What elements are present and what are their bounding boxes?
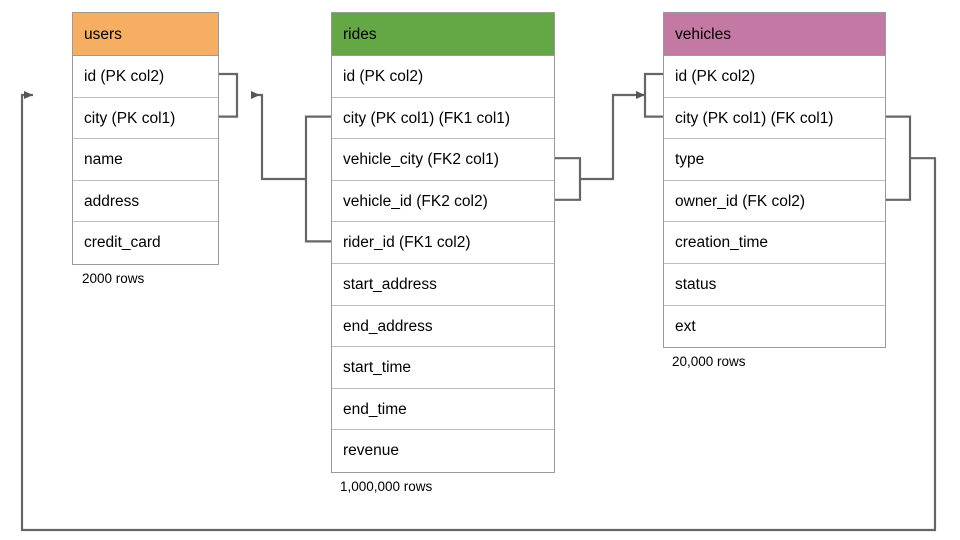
table-rides-column-end-address[interactable]: end_address xyxy=(332,305,554,348)
table-rides-column-rider-id[interactable]: rider_id (FK1 col2) xyxy=(332,222,554,264)
table-vehicles-column-owner-id[interactable]: owner_id (FK col2) xyxy=(664,180,885,223)
table-users-row-count: 2000 rows xyxy=(82,271,145,286)
connector-vehicles-fk-bracket-vehicles xyxy=(886,115,912,201)
table-rides-column-id[interactable]: id (PK col2) xyxy=(332,56,554,98)
connector-rides-fk1-bracket-users xyxy=(219,72,239,118)
table-rides-header: rides xyxy=(332,13,554,56)
connector-rides-fk2-bracket-rides xyxy=(555,157,582,201)
table-vehicles-column-creation-time[interactable]: creation_time xyxy=(664,222,885,264)
table-vehicles-column-ext[interactable]: ext xyxy=(664,305,885,348)
table-users-column-address[interactable]: address xyxy=(73,180,218,223)
table-vehicles-column-id[interactable]: id (PK col2) xyxy=(664,56,885,98)
table-users-column-credit-card[interactable]: credit_card xyxy=(73,222,218,264)
table-vehicles-column-type[interactable]: type xyxy=(664,139,885,181)
connector-rides-fk1-link xyxy=(251,91,306,181)
table-vehicles-header: vehicles xyxy=(664,13,885,56)
table-rides-row-count: 1,000,000 rows xyxy=(340,479,433,494)
table-users-column-name[interactable]: name xyxy=(73,139,218,181)
table-vehicles-row-count: 20,000 rows xyxy=(672,354,746,369)
table-users-header: users xyxy=(73,13,218,56)
table-rides-column-city[interactable]: city (PK col1) (FK1 col1) xyxy=(332,97,554,140)
table-rides-column-start-address[interactable]: start_address xyxy=(332,263,554,306)
table-vehicles-column-city[interactable]: city (PK col1) (FK col1) xyxy=(664,97,885,140)
table-rides-column-vehicle-id[interactable]: vehicle_id (FK2 col2) xyxy=(332,180,554,223)
table-users-column-city[interactable]: city (PK col1) xyxy=(73,97,218,140)
table-vehicles[interactable]: vehicles id (PK col2) city (PK col1) (FK… xyxy=(663,12,886,349)
table-users[interactable]: users id (PK col2) city (PK col1) name a… xyxy=(72,12,219,265)
table-rides-column-end-time[interactable]: end_time xyxy=(332,388,554,431)
table-rides-column-vehicle-city[interactable]: vehicle_city (FK2 col1) xyxy=(332,139,554,181)
table-rides-column-revenue[interactable]: revenue xyxy=(332,430,554,472)
connector-rides-fk1-bracket-rides xyxy=(304,115,331,243)
table-users-column-id[interactable]: id (PK col2) xyxy=(73,56,218,98)
connector-rides-fk2-link xyxy=(580,91,645,181)
connector-rides-fk2-bracket-vehicles xyxy=(643,72,663,118)
table-rides[interactable]: rides id (PK col2) city (PK col1) (FK1 c… xyxy=(331,12,555,473)
table-vehicles-column-status[interactable]: status xyxy=(664,263,885,306)
table-rides-column-start-time[interactable]: start_time xyxy=(332,347,554,389)
